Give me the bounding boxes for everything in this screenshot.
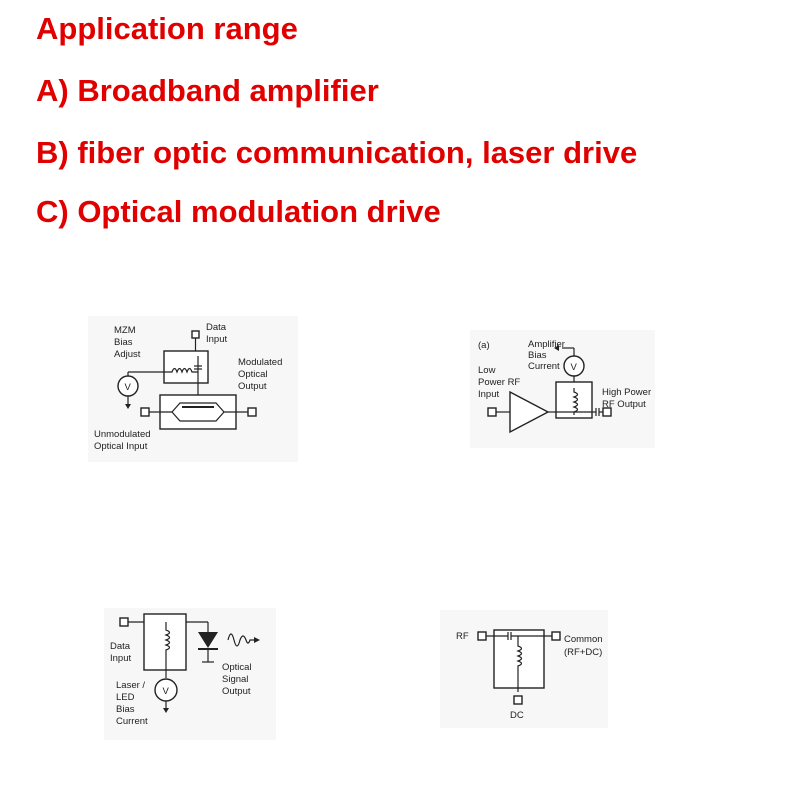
data-input-port: [191, 330, 200, 339]
common-port-label-2: (RF+DC): [564, 647, 602, 658]
amp-bias-label-2: Bias: [528, 350, 547, 361]
rf-input-port: [487, 407, 497, 417]
mzm-output-label-1: Modulated: [238, 357, 282, 368]
mzm-bias-label-2: Bias: [114, 337, 133, 348]
bias-tee-box: [163, 350, 209, 384]
mzm-input-label-2: Optical Input: [94, 441, 148, 452]
mzm-data-label-2: Input: [206, 334, 227, 345]
optical-input-port: [140, 407, 150, 417]
mzm-output-label-3: Output: [238, 381, 267, 392]
laser-bias-label-2: LED: [116, 692, 135, 703]
mzm-modulator-diagram: MZM Bias Adjust Data Input Modulated Opt…: [88, 316, 298, 462]
laser-data-label-2: Input: [110, 653, 131, 664]
amp-output-label-2: RF Output: [602, 399, 646, 410]
page-title: Application range: [36, 11, 298, 46]
inductor-coil: [516, 636, 523, 692]
amp-input-label-3: Input: [478, 389, 499, 400]
amp-meter-label: V: [571, 362, 578, 373]
amp-input-label-1: Low: [478, 365, 496, 376]
dc-port-label: DC: [510, 710, 524, 721]
amp-tag: (a): [478, 340, 490, 351]
bias-tee-diagram: RF Common (RF+DC) DC: [440, 610, 608, 728]
rf-output-port: [602, 407, 612, 417]
mzm-meter-label: V: [125, 382, 132, 393]
laser-diode-icon: [198, 632, 218, 648]
laser-output-label-2: Signal: [222, 674, 248, 685]
amp-input-label-2: Power RF: [478, 377, 520, 388]
mzm-input-label-1: Unmodulated: [94, 429, 151, 440]
mzm-output-label-2: Optical: [238, 369, 268, 380]
optical-output-port: [247, 407, 257, 417]
amp-bias-label-3: Current: [528, 361, 560, 372]
mzm-bias-label-1: MZM: [114, 325, 136, 336]
light-wave-icon: [227, 633, 256, 647]
inductor-coil: [164, 622, 171, 658]
rf-port-label: RF: [456, 631, 469, 642]
laser-bias-label-3: Bias: [116, 704, 135, 715]
amplifier-bias-diagram: (a) Amplifier Bias Current Low Power RF …: [470, 330, 655, 448]
common-port: [551, 631, 561, 641]
bias-tee-box: [143, 613, 187, 671]
mzm-bias-label-3: Adjust: [114, 349, 141, 360]
laser-meter-label: V: [163, 686, 170, 697]
laser-bias-label-4: Current: [116, 716, 148, 727]
laser-output-label-3: Output: [222, 686, 251, 697]
mzm-data-label-1: Data: [206, 322, 227, 333]
application-item-a: A) Broadband amplifier: [36, 73, 379, 108]
amp-bias-label-1: Amplifier: [528, 339, 565, 350]
application-item-b: B) fiber optic communication, laser driv…: [36, 135, 638, 170]
application-item-c: C) Optical modulation drive: [36, 194, 441, 229]
laser-data-label-1: Data: [110, 641, 131, 652]
laser-driver-diagram: Data Input Laser / LED Bias Current Opti…: [104, 608, 276, 740]
dc-port: [513, 695, 523, 705]
inductor-coil: [168, 367, 198, 374]
laser-output-label-1: Optical: [222, 662, 252, 673]
bias-tee-box: [493, 629, 545, 689]
rf-port: [477, 631, 487, 641]
common-port-label-1: Common: [564, 634, 603, 645]
amp-output-label-1: High Power: [602, 387, 651, 398]
laser-bias-label-1: Laser /: [116, 680, 145, 691]
inductor-coil: [572, 388, 579, 415]
data-input-port: [119, 617, 129, 627]
